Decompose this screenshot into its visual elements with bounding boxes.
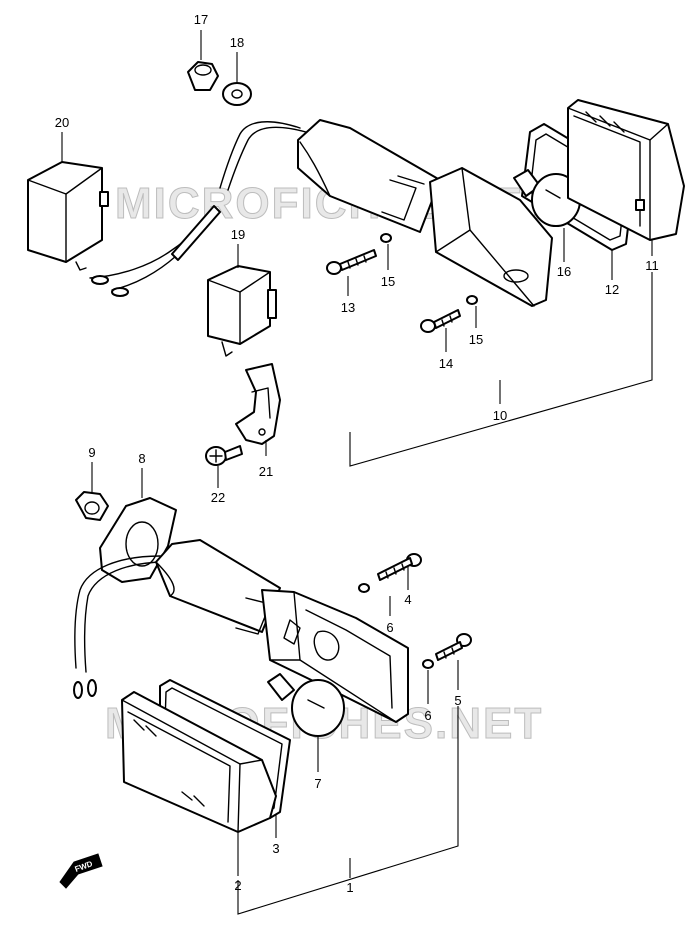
callout-6-upper: 6 xyxy=(386,620,393,635)
callout-10: 10 xyxy=(493,408,507,423)
callout-17: 17 xyxy=(194,12,208,27)
leader-lines xyxy=(61,30,653,878)
callout-7: 7 xyxy=(314,776,321,791)
relay-19 xyxy=(207,265,277,357)
callout-13: 13 xyxy=(341,300,355,315)
screw-5 xyxy=(435,633,472,661)
callout-4: 4 xyxy=(404,592,411,607)
nut-9 xyxy=(75,491,109,521)
wire-lower xyxy=(73,555,167,699)
washer-6-upper xyxy=(358,583,370,593)
callout-3: 3 xyxy=(272,841,279,856)
callout-labels: 17 18 20 19 21 22 9 8 13 15 14 15 16 12 … xyxy=(55,12,659,895)
group-bracket-1 xyxy=(237,706,459,915)
callout-14: 14 xyxy=(439,356,453,371)
callout-8: 8 xyxy=(138,451,145,466)
callout-6-lower: 6 xyxy=(424,708,431,723)
washer-15-upper xyxy=(380,233,392,243)
bracket-21 xyxy=(235,363,281,445)
callout-5: 5 xyxy=(454,693,461,708)
callout-11: 11 xyxy=(645,258,659,273)
lens-11 xyxy=(567,99,685,241)
group-bracket-10 xyxy=(349,272,653,467)
forward-direction-arrow: FWD xyxy=(59,853,103,889)
callout-9: 9 xyxy=(88,445,95,460)
screw-22 xyxy=(205,445,243,466)
callout-20: 20 xyxy=(55,115,69,130)
washer-6-lower xyxy=(422,659,434,669)
turn-signal-front-housing xyxy=(155,539,409,723)
callout-22: 22 xyxy=(211,490,225,505)
turn-signal-rear-assembly xyxy=(219,119,553,307)
callout-18: 18 xyxy=(230,35,244,50)
callout-15-lower: 15 xyxy=(469,332,483,347)
washer-18 xyxy=(222,82,252,106)
callout-19: 19 xyxy=(231,227,245,242)
callout-2: 2 xyxy=(234,878,241,893)
nut-17 xyxy=(187,61,219,91)
callout-1: 1 xyxy=(346,880,353,895)
bulb-7 xyxy=(267,673,345,737)
screw-14 xyxy=(420,309,461,333)
screw-13 xyxy=(326,249,377,275)
screw-4 xyxy=(377,553,422,581)
callout-16: 16 xyxy=(557,264,571,279)
lens-2 xyxy=(121,691,277,833)
callout-21: 21 xyxy=(259,464,273,479)
washer-15-lower xyxy=(466,295,478,305)
callout-15-upper: 15 xyxy=(381,274,395,289)
callout-12: 12 xyxy=(605,282,619,297)
